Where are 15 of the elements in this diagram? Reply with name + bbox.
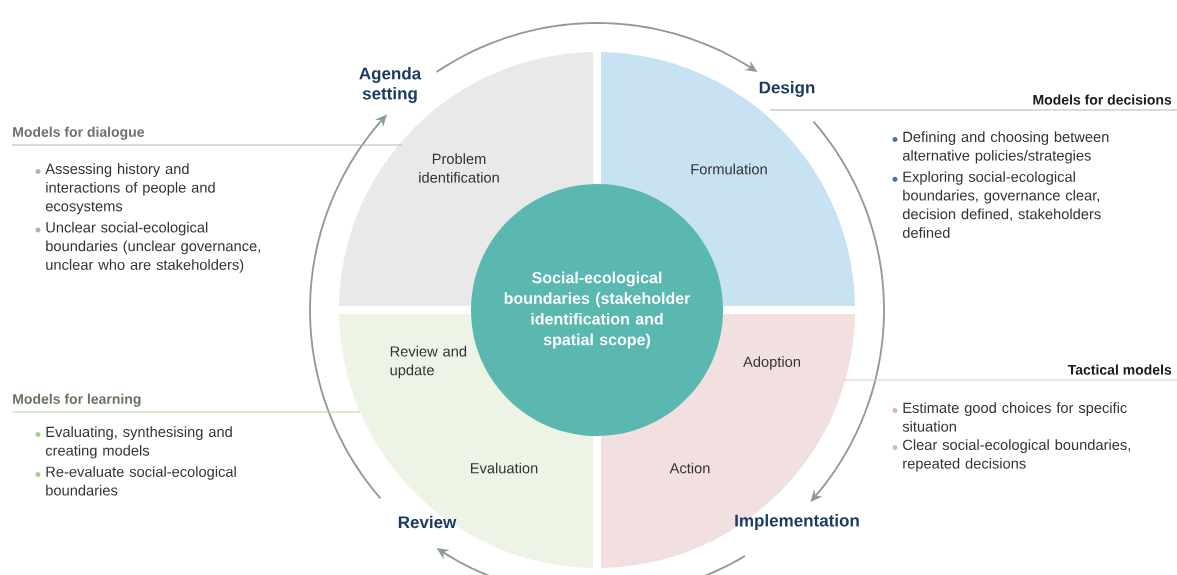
- bullet-item: Defining and choosing between alternative policies/strategies: [892, 131, 1109, 164]
- stage-label: Review: [398, 515, 457, 529]
- panel-heading: Models for decisions: [1033, 94, 1172, 105]
- panel-heading: Models for learning: [13, 393, 141, 407]
- bullet-item: Clear social-ecological boundaries, repeated decisions: [892, 439, 1130, 472]
- bullet-item: Evaluating, synthesising and creating models: [35, 426, 232, 459]
- panel-heading: Models for dialogue: [13, 126, 144, 140]
- stage-label: Design: [759, 81, 815, 97]
- stage-label: Agenda setting: [359, 67, 422, 103]
- bullet-item: Unclear social-ecological boundaries (unclear governance, unclear who are stakeholders): [35, 221, 260, 273]
- bullet-item: Estimate good choices for specific situation: [892, 402, 1127, 432]
- panel-heading: Tactical models: [1067, 364, 1172, 375]
- bullet-item: Re-evaluate social-ecological boundaries: [35, 466, 236, 496]
- bullet-item: Assessing history and interactions of people and ecosystems: [35, 163, 215, 215]
- bullet-item: Exploring social-ecological boundaries, governance clear, decision defined, stakeholders defined: [892, 171, 1101, 238]
